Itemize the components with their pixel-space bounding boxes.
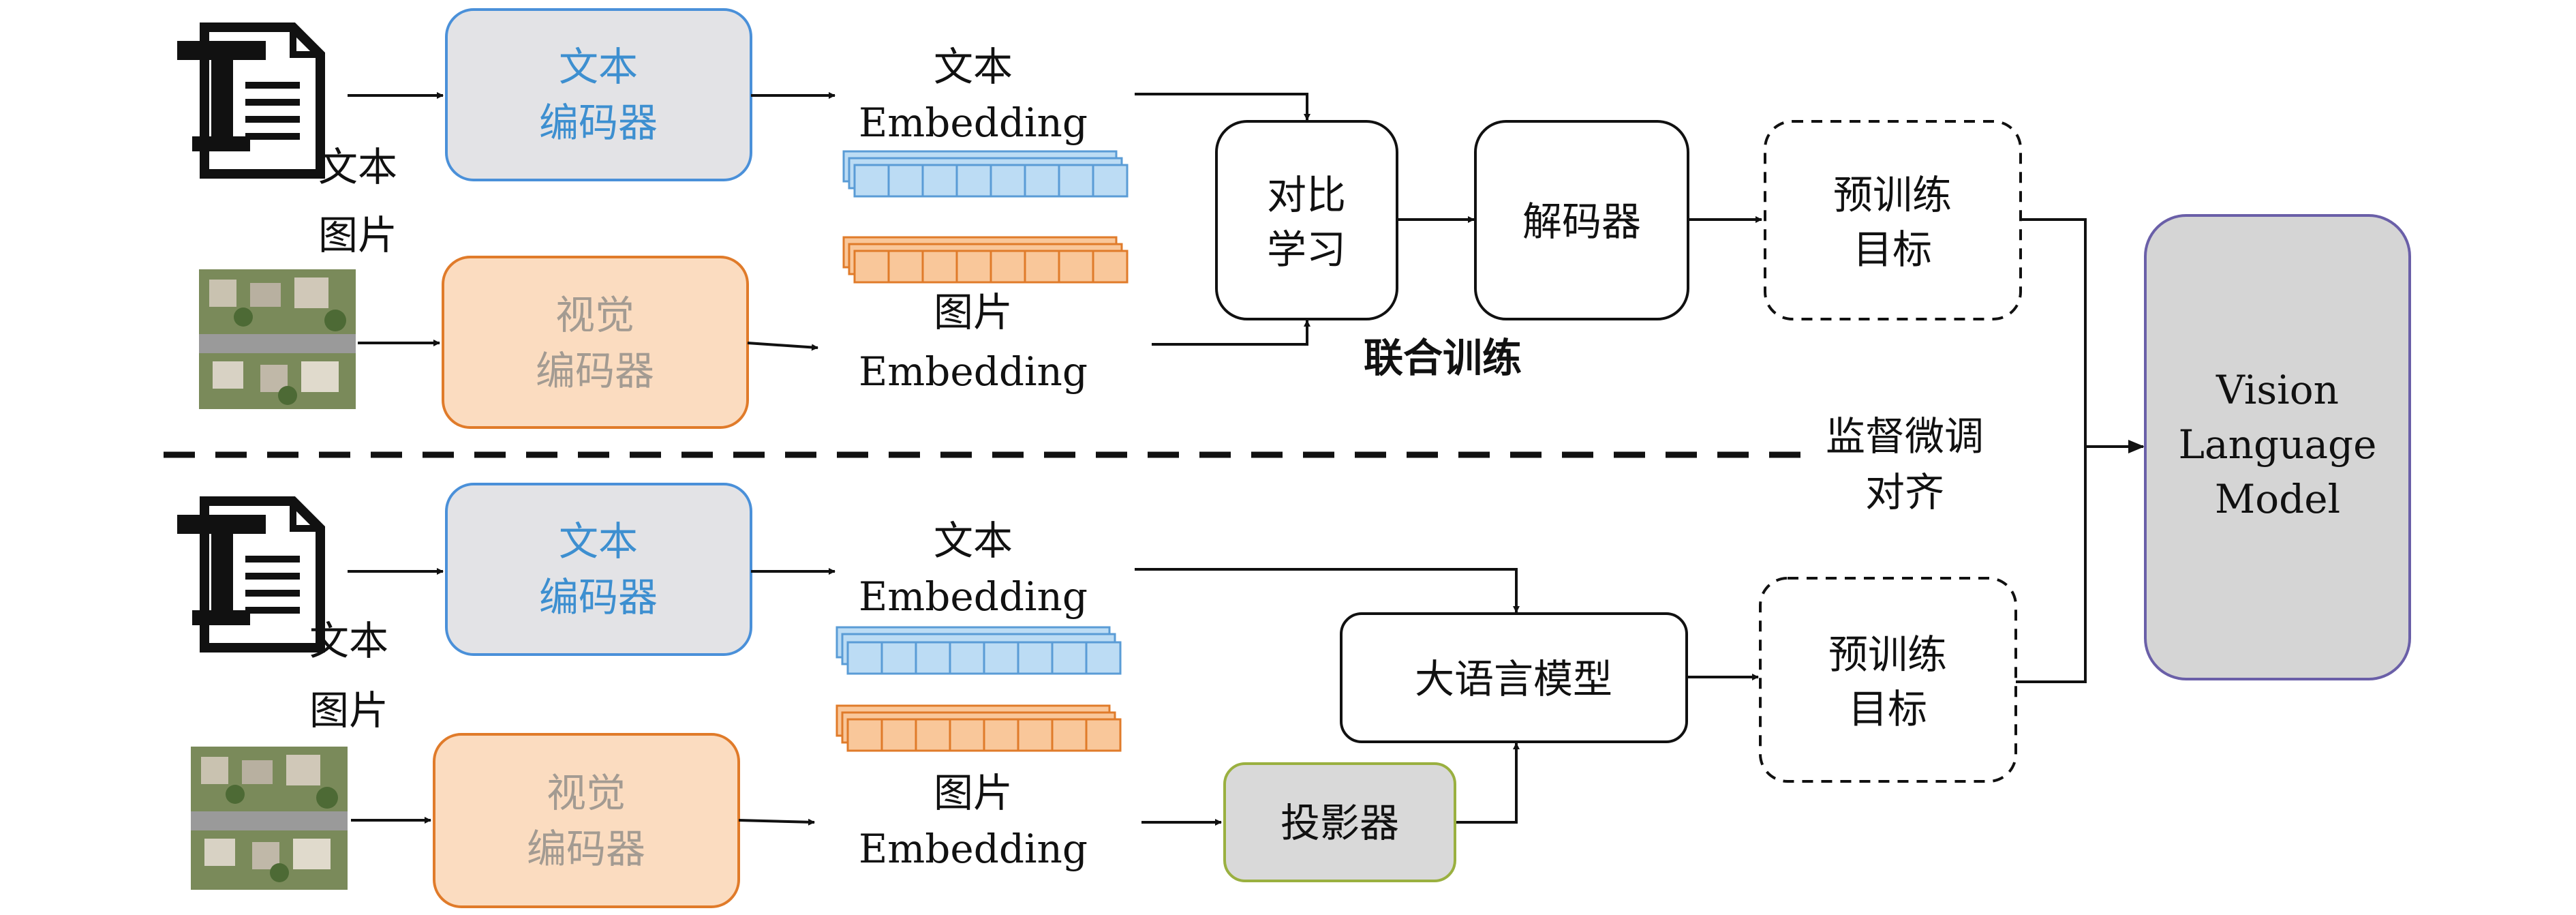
text-input-label-bottom: 文本: [309, 618, 388, 664]
image-token-stack: [842, 236, 1129, 284]
document-icon: [177, 22, 325, 179]
text-embedding-label-1: 文本: [934, 44, 1013, 90]
arrow-image-emb-to-contrastive: [1152, 320, 1310, 346]
image-input-label-bottom: 图片: [309, 687, 388, 734]
aerial-image: [199, 269, 356, 409]
contrastive-label-1: 对比: [1267, 172, 1346, 218]
text-encoder-box-bottom: [445, 483, 752, 656]
arrow-text-emb-to-llm: [1135, 568, 1520, 613]
vlm-label-3: Model: [2215, 476, 2340, 522]
text-encoder-bottom-label-1: 文本: [559, 518, 638, 565]
visual-encoder-box: [442, 256, 749, 429]
image-embedding-bottom-label-2: Embedding: [859, 826, 1088, 872]
arrow-projector-to-llm: [1455, 742, 1520, 824]
image-token-stack-bottom: [835, 704, 1122, 752]
contrastive-learning-box: [1215, 120, 1398, 320]
text-input-label: 文本: [318, 144, 397, 190]
pretrain-target-box-bottom: [1759, 577, 2017, 783]
pretrain-target-bottom-label-2: 目标: [1848, 686, 1927, 732]
merge-connector: [2016, 218, 2087, 683]
divider-label-1: 监督微调: [1826, 413, 1984, 460]
document-icon: [177, 496, 325, 652]
text-encoder-label-2: 编码器: [539, 100, 658, 146]
image-embedding-label-1: 图片: [934, 289, 1013, 335]
text-embedding-bottom-label-1: 文本: [934, 518, 1013, 564]
arrow-text-emb-to-contrastive: [1135, 93, 1310, 121]
divider-label-2: 对齐: [1865, 469, 1944, 515]
visual-encoder-bottom-label-1: 视觉: [547, 770, 626, 816]
text-encoder-box: [445, 8, 752, 181]
joint-training-label: 联合训练: [1364, 335, 1522, 381]
pretrain-target-box-top: [1764, 120, 2022, 320]
text-encoder-label-1: 文本: [559, 44, 638, 90]
visual-encoder-bottom-label-2: 编码器: [527, 826, 645, 872]
pretrain-target-top-label-2: 目标: [1853, 226, 1932, 273]
image-embedding-label-2: Embedding: [859, 348, 1088, 395]
text-token-stack: [842, 150, 1129, 198]
vlm-label-1: Vision: [2215, 367, 2339, 413]
decoder-label: 解码器: [1522, 198, 1641, 245]
llm-label: 大语言模型: [1415, 656, 1612, 702]
projector-label: 投影器: [1281, 800, 1399, 846]
aerial-image: [191, 747, 348, 890]
vlm-box: [2144, 214, 2411, 680]
image-embedding-bottom-label-1: 图片: [934, 770, 1013, 816]
vlm-label-2: Language: [2179, 421, 2377, 468]
text-token-stack-bottom: [835, 626, 1122, 675]
contrastive-label-2: 学习: [1267, 226, 1346, 273]
visual-encoder-label-2: 编码器: [536, 348, 654, 394]
arrow-encoder-to-image-embedding: [747, 342, 818, 351]
arrow-encoder-to-image-embedding-bottom: [738, 818, 815, 826]
pretrain-target-top-label-1: 预训练: [1833, 172, 1952, 218]
projector-box: [1223, 762, 1456, 882]
visual-encoder-label-1: 视觉: [555, 292, 634, 338]
text-embedding-bottom-label-2: Embedding: [859, 573, 1088, 620]
pretrain-target-bottom-label-1: 预训练: [1828, 631, 1947, 678]
image-input-label: 图片: [318, 212, 397, 258]
text-encoder-bottom-label-2: 编码器: [539, 574, 658, 620]
text-embedding-label-2: Embedding: [859, 100, 1088, 146]
visual-encoder-box-bottom: [433, 733, 740, 908]
